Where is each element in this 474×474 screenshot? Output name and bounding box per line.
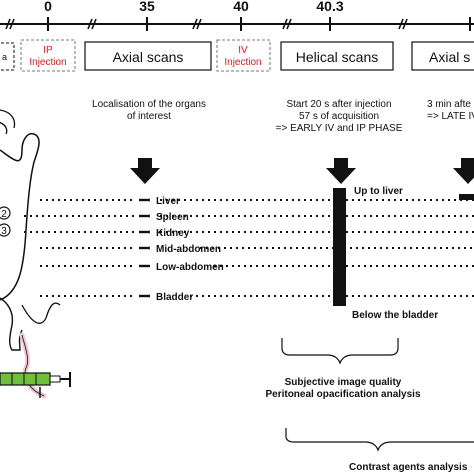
left-partial-box-label: a — [2, 52, 7, 62]
scan-arrows — [130, 158, 474, 184]
mouse-illustration: 2 3 — [0, 109, 61, 399]
subjective-analysis-line2: Peritoneal opacification analysis — [265, 389, 420, 400]
helical-note-line1: Start 20 s after injection — [286, 99, 391, 110]
ip-injection-line2: Injection — [29, 57, 66, 68]
marker-3-label: 3 — [1, 226, 7, 237]
subjective-analysis-line1: Subjective image quality — [285, 377, 402, 388]
helical-range-top: Up to liver — [354, 186, 403, 197]
timeline: 0 35 40 40.3 — [0, 0, 474, 31]
helical-note-line2: 57 s of acquisition — [299, 111, 379, 122]
axial2-level-mark — [459, 194, 474, 200]
axis-break — [5, 18, 408, 30]
organ-label-bladder: Bladder — [156, 292, 193, 303]
marker-3-circle — [0, 223, 11, 237]
tick-label: 35 — [139, 0, 155, 14]
arrow-down-icon — [130, 158, 160, 184]
marker-2-circle — [0, 206, 11, 220]
arrow-down-icon — [453, 158, 474, 184]
helical-note-line3: => EARLY IV and IP PHASE — [276, 123, 403, 134]
axial2-note-line1: 3 min afte — [427, 99, 471, 110]
subjective-analysis-brace — [281, 338, 399, 365]
axial-note-line1: Localisation of the organs — [92, 99, 206, 110]
iv-injection-line1: IV — [238, 45, 248, 56]
phase-boxes: a IP Injection Axial scans IV Injection … — [0, 39, 474, 72]
contrast-analysis-label: Contrast agents analysis — [349, 462, 468, 473]
organ-levels — [24, 199, 474, 297]
ip-injection-line1: IP — [43, 45, 53, 56]
axial-scans-2-box — [411, 41, 474, 71]
helical-scans-label: Helical scans — [296, 49, 378, 65]
helical-scans-box — [280, 41, 394, 71]
iv-injection-line2: Injection — [224, 57, 261, 68]
arrow-down-icon — [326, 158, 356, 184]
organ-level-ticks — [139, 198, 150, 298]
helical-range-bottom: Below the bladder — [352, 310, 438, 321]
organ-labels: Liver Spleen Kidney Mid-abdomen Low-abdo… — [156, 196, 224, 303]
contrast-analysis-brace — [285, 428, 474, 452]
phase-notes: Localisation of the organs of interest S… — [92, 99, 474, 134]
axial-scans-box — [84, 41, 212, 71]
marker-2-label: 2 — [1, 209, 7, 220]
organ-label-low-abdomen: Low-abdomen — [156, 262, 224, 273]
organ-label-liver: Liver — [156, 196, 180, 207]
tick-label: 40 — [233, 0, 249, 14]
tick-label: 0 — [44, 0, 52, 14]
left-partial-box — [0, 42, 15, 71]
syringe-icon — [0, 372, 71, 398]
organ-label-spleen: Spleen — [156, 212, 189, 223]
iv-injection-box — [216, 39, 271, 72]
axial-scans-2-label: Axial s — [429, 49, 470, 65]
ip-injection-box — [20, 39, 76, 72]
axial-scans-label: Axial scans — [113, 49, 184, 65]
axial2-note-line2: => LATE IV a — [427, 111, 474, 122]
tick-label: 40.3 — [316, 0, 343, 14]
organ-label-mid-abdomen: Mid-abdomen — [156, 244, 221, 255]
helical-range-bar — [333, 188, 346, 306]
organ-label-kidney: Kidney — [156, 228, 190, 239]
axial-note-line2: of interest — [127, 111, 171, 122]
